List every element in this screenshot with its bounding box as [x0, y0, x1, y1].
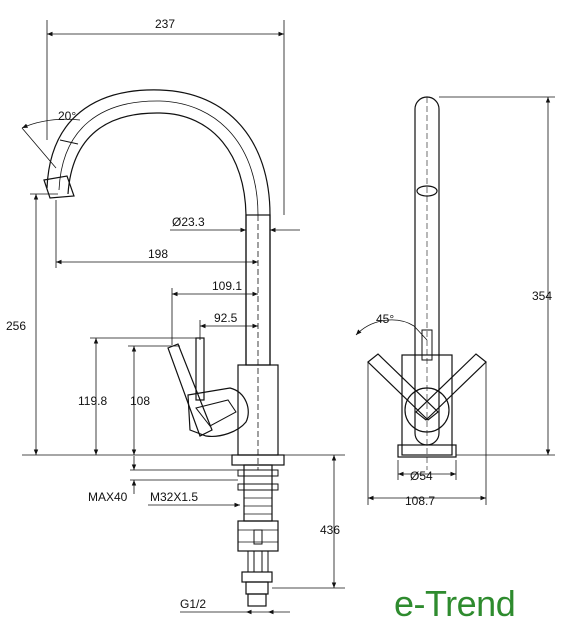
front-view [43, 89, 285, 607]
dim-handle-offset-2: 92.5 [214, 311, 238, 325]
dim-tube-diameter: Ø23.3 [172, 215, 205, 229]
side-view [367, 96, 487, 470]
dim-deck-thickness: MAX40 [88, 490, 128, 504]
dim-base-diameter: Ø54 [410, 469, 433, 483]
dim-overall-height: 256 [6, 319, 26, 333]
dim-side-height: 354 [532, 289, 552, 303]
brand-logo: e-Trend [394, 583, 516, 624]
dim-side-width: 108.7 [405, 494, 435, 508]
dim-connection: G1/2 [180, 597, 206, 611]
dim-handle-height-2: 108 [130, 394, 150, 408]
front-dimension-lines [21, 20, 345, 615]
dim-overall-width: 237 [155, 17, 175, 31]
dim-spout-reach: 198 [148, 247, 168, 261]
side-dimension-lines [355, 96, 555, 505]
dim-handle-height-1: 119.8 [78, 394, 107, 408]
dim-handle-offset-1: 109.1 [212, 279, 242, 293]
dim-spout-angle: 20° [58, 109, 76, 123]
dim-thread: M32X1.5 [150, 490, 198, 504]
dim-handle-angle: 45° [376, 312, 394, 326]
dim-hose-length: 436 [320, 523, 340, 537]
